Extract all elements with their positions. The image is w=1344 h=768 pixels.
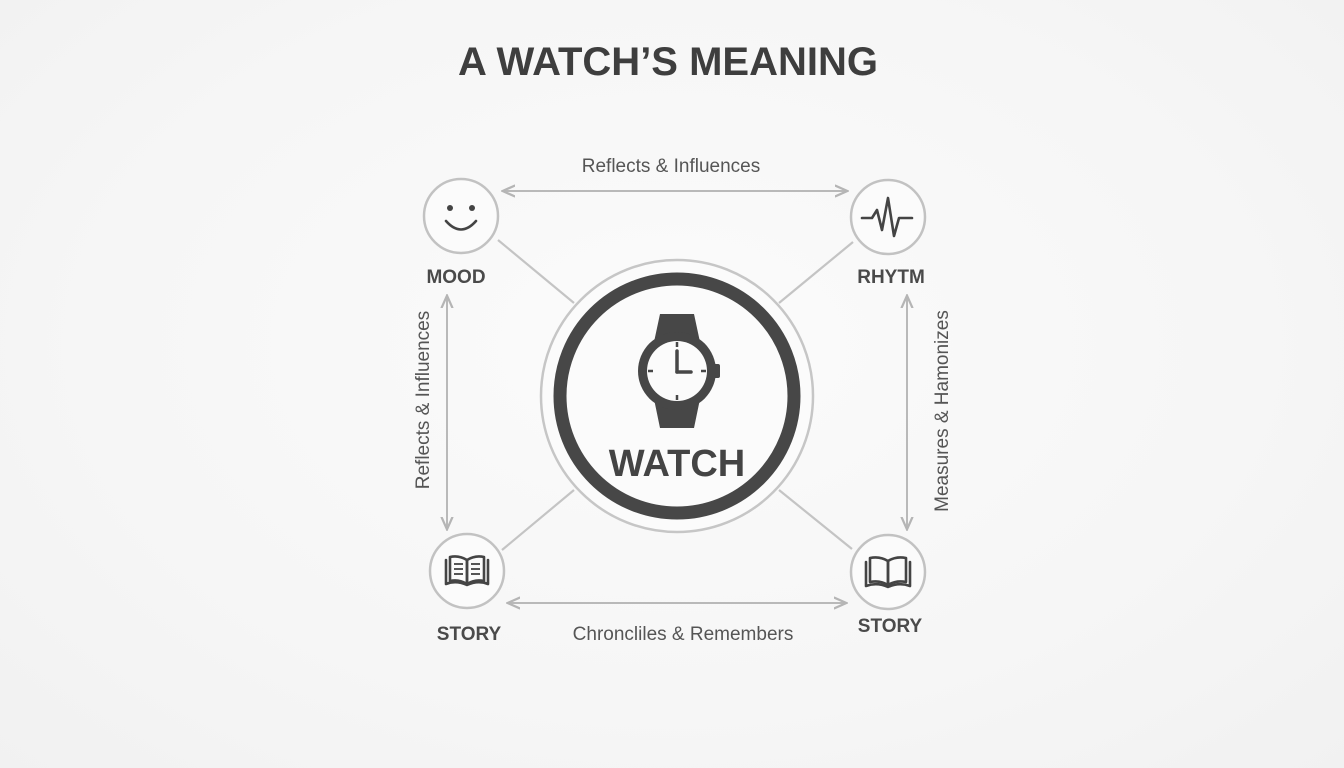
edge-label-bottom: Chroncliles & Remembers <box>573 624 794 645</box>
rhythm-node: RHYTM <box>849 178 927 288</box>
story-right-node: STORY <box>849 533 927 637</box>
story-right-label: STORY <box>858 616 923 637</box>
wristwatch-icon <box>638 314 720 428</box>
connector-story-left-watch <box>501 489 575 551</box>
edge-label-top: Reflects & Influences <box>582 156 760 177</box>
mood-label: MOOD <box>426 267 485 288</box>
open-book-icon <box>864 556 912 589</box>
edge-label-left: Reflects & Influences <box>413 311 434 489</box>
story-left-node: STORY <box>428 532 506 645</box>
edge-label-right: Measures & Hamonizes <box>932 310 953 512</box>
rhythm-label: RHYTM <box>857 267 925 288</box>
watch-node: WATCH <box>539 258 815 534</box>
watch-label: WATCH <box>609 443 746 485</box>
connector-story-right-watch <box>778 489 853 550</box>
rhythm-circle <box>849 178 927 256</box>
open-book-text-icon <box>444 555 490 587</box>
mood-circle <box>422 177 500 255</box>
connector-rhythm-watch <box>778 241 854 304</box>
heartbeat-icon <box>860 196 914 238</box>
connector-mood-watch <box>497 239 575 304</box>
smiley-face-icon <box>444 205 478 231</box>
mood-node: MOOD <box>422 177 500 288</box>
story-left-label: STORY <box>437 624 502 645</box>
page-title: A WATCH’S MEANING <box>458 40 878 84</box>
